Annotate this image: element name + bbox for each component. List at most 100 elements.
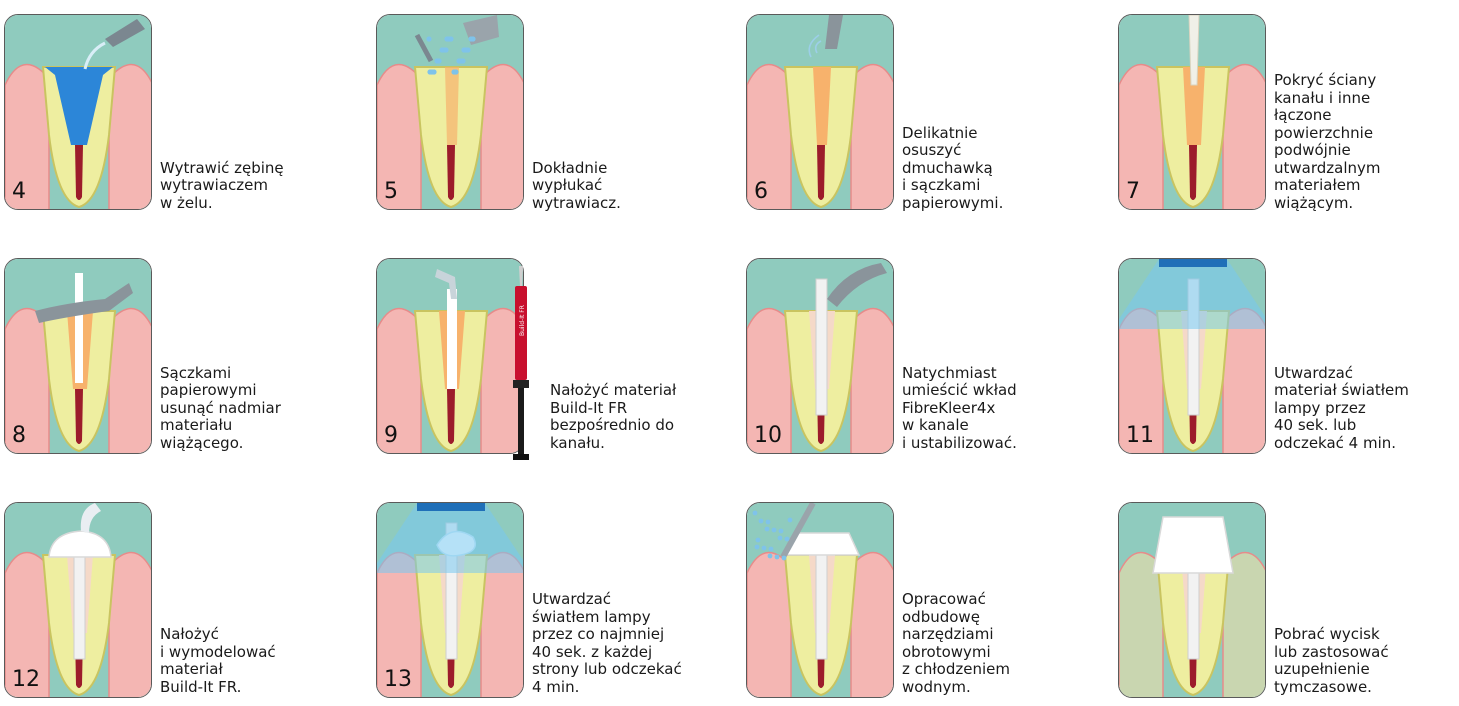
step-number: 8 [12,423,26,448]
gum-right [109,553,152,698]
gum-right [109,309,152,454]
root-canal [817,145,825,200]
curing-light-icon [1159,259,1227,267]
gum-right [1223,553,1266,698]
step-number: 4 [12,179,26,204]
gum-right [851,309,894,454]
gum-left [747,553,791,698]
step-illustration: 9 [376,258,524,454]
root-canal [75,389,83,444]
step-illustration: 5 [376,14,524,210]
build-it-material [447,289,457,389]
build-it-syringe-icon: Build-It FR [510,266,532,462]
water-droplet [456,58,461,63]
curing-light-icon [417,503,485,511]
water-droplet [778,536,783,541]
syringe-tip-icon [377,259,524,454]
step-number: 11 [1126,423,1154,448]
water-spray-icon [377,15,524,210]
syringe-label: Build-It FR [519,305,526,336]
water-droplet [439,47,444,52]
water-droplet [759,519,764,524]
procedure-step: Pobrać wycisk lub zastosować uzupełnieni… [1118,502,1459,702]
step-illustration: 11 [1118,258,1266,454]
gum-right [851,553,894,698]
step-illustration: 8 [4,258,152,454]
fibre-post [816,543,827,659]
water-droplet [756,538,761,543]
gum-right [1223,65,1266,210]
step-illustration: 10 [746,258,894,454]
gum-right [109,65,152,210]
root-canal [1189,145,1197,200]
water-droplet [775,555,780,560]
water-droplet [779,529,784,534]
water-droplet [766,520,771,525]
step-illustration: 4 [4,14,152,210]
etchant-syringe-icon [5,15,152,210]
paper-point-icon [5,259,152,454]
water-droplet [782,556,787,561]
crown-icon [1119,503,1266,698]
step-caption: Utwardzać materiał światłem lampy przez … [1274,365,1409,453]
gum-right [481,65,524,210]
gum-left [1119,553,1163,698]
step-illustration: 7 [1118,14,1266,210]
step-illustration [746,502,894,698]
water-droplet [772,528,777,533]
step-caption: Nałożyć materiał Build-It FR bezpośredni… [550,382,676,452]
bonding-brush-icon [1189,15,1199,85]
procedure-step: 6Delikatnie osuszyć dmuchawką i sączkami… [746,14,1106,214]
step-caption: Opracować odbudowę narzędziami obrotowym… [902,591,1010,696]
step-caption: Delikatnie osuszyć dmuchawką i sączkami … [902,125,1003,213]
step-number: 12 [12,667,40,692]
step-caption: Pobrać wycisk lub zastosować uzupełnieni… [1274,626,1389,696]
water-droplet [434,58,439,63]
step-caption: Natychmiast umieścić wkład FibreKleer4x … [902,365,1017,453]
water-droplet [785,537,790,542]
water-droplet [755,545,760,550]
step-illustration: 6 [746,14,894,210]
air-syringe-icon [747,15,894,210]
step-caption: Wytrawić zębinę wytrawiaczem w żelu. [160,160,284,213]
water-droplet [765,527,770,532]
step-number: 7 [1126,179,1140,204]
water-droplet [427,69,432,74]
step-caption: Pokryć ściany kanału i inne łączone powi… [1274,72,1381,212]
step-caption: Nałożyć i wymodelować materiał Build-It … [160,626,276,696]
procedure-step: 12 Nałożyć i wymodelować materiał Build-I… [4,502,364,702]
bonding-brush-icon [1119,15,1266,210]
step-number: 13 [384,667,412,692]
step-number: 5 [384,179,398,204]
procedure-step: 13 Utwardzać światłem lampy przez co najm… [376,502,736,702]
step-caption: Dokładnie wypłukać wytrawiacz. [532,160,621,213]
water-droplet [426,36,431,41]
root-canal [447,145,455,200]
gum-right [851,65,894,210]
procedure-step: 7 Pokryć ściany kanału i inne łączone pow… [1118,14,1459,214]
procedure-step: Opracować odbudowę narzędziami obrotowym… [746,502,1106,702]
procedure-step: 11 Utwardzać materiał światłem lampy prze… [1118,258,1459,458]
root-canal [75,145,83,200]
root-canal [447,389,455,444]
procedure-step: 9 Build-It FR Nałożyć materiał Build-It FR… [376,258,736,458]
step-caption: Utwardzać światłem lampy przez co najmni… [532,591,682,696]
step-illustration [1118,502,1266,698]
procedure-step: 4 Wytrawić zębinę wytrawiaczem w żelu. [4,14,364,214]
paper-point [75,273,83,383]
step-illustration: 12 [4,502,152,698]
water-droplet [468,36,473,41]
water-droplet [769,547,774,552]
water-droplet [762,546,767,551]
procedure-step: 5 Dokładnie wypłukać wytrawiacz. [376,14,736,214]
step-caption: Sączkami papierowymi usunąć nadmiar mate… [160,365,281,453]
step-illustration: 13 [376,502,524,698]
procedure-step: 8 Sączkami papierowymi usunąć nadmiar mat… [4,258,364,458]
water-droplet [788,518,793,523]
rotary-bur-icon [747,503,894,698]
water-droplet [444,36,449,41]
water-droplet [753,511,758,516]
step-number: 9 [384,423,398,448]
